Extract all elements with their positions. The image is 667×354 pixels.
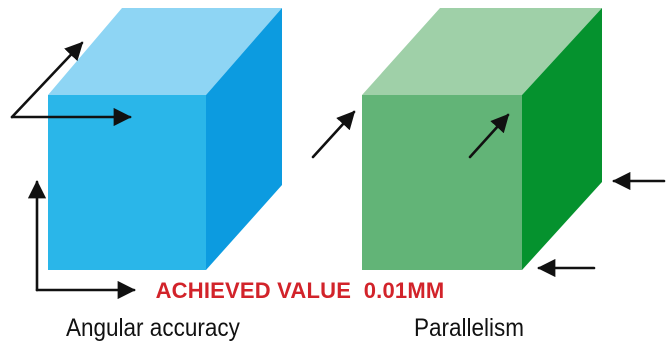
achieved-value-label: ACHIEVED VALUE [155, 278, 352, 303]
parallelism-cube [362, 8, 602, 270]
angular-accuracy-caption: Angular accuracy [66, 314, 240, 342]
parallelism-caption: Parallelism [414, 314, 525, 342]
angular-cube-side-face [206, 8, 282, 270]
angular-cube-front-face [48, 95, 206, 270]
diagonal-arrow-center-icon [468, 113, 510, 159]
achieved-value-number: 0.01MM [363, 278, 445, 303]
parallelism-cube-front-face [362, 95, 522, 270]
angular-accuracy-cube [48, 8, 282, 270]
achieved-value-headline: ACHIEVED VALUE 0.01MM [0, 278, 600, 304]
diagonal-arrow-left-icon [311, 110, 356, 159]
angle-arrow-top-icon [10, 41, 84, 119]
angular-cube-top-face [48, 8, 282, 95]
parallelism-cube-side-face [522, 8, 602, 270]
